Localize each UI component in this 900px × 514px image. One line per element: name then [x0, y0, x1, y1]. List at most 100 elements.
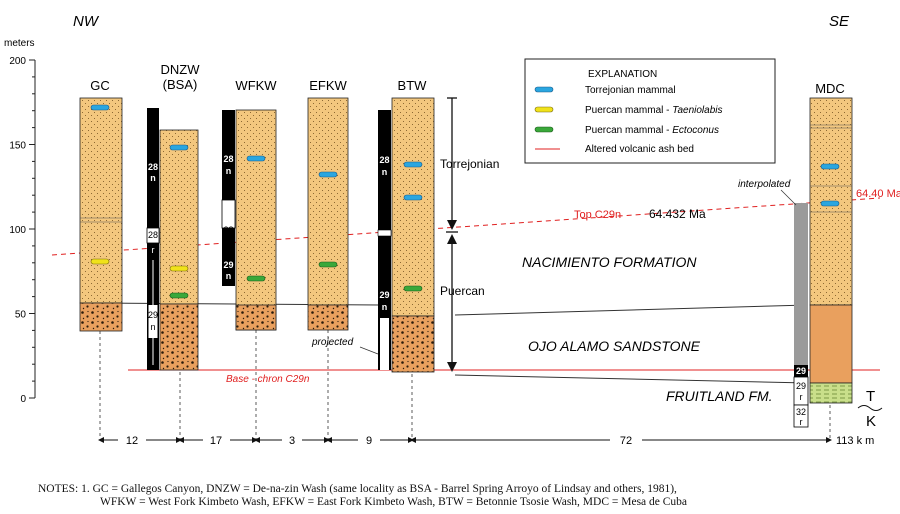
column-efkw: [307, 97, 349, 331]
torrejonian-mammal-icon: [820, 200, 840, 207]
dnzw-polarity-n: n: [150, 173, 156, 183]
stage-arrows: Torrejonian Puercan: [440, 97, 499, 372]
polarity-column-mdc: 29 29 r 32 r: [793, 203, 809, 428]
interpolated-bar: [794, 203, 808, 365]
distance-12: 12: [126, 435, 138, 447]
ectoconus-mammal-icon: [318, 261, 338, 268]
notes-line-2: WFKW = West Fork Kimbeto Wash, EFKW = Ea…: [100, 496, 688, 508]
axis-tick-label: 200: [9, 56, 26, 67]
age-6440-label: 64.40 Ma: [856, 188, 900, 200]
wfkw-polarity-n: n: [226, 166, 232, 176]
mdc-polarity-29: 29: [796, 366, 806, 376]
torrejonian-mammal-icon: [318, 171, 338, 178]
axis-tick-label: 100: [9, 225, 26, 236]
nw-label: NW: [73, 13, 100, 30]
fruitland-contact: [454, 374, 809, 384]
wfkw-polarity-28r: 28: [223, 225, 233, 235]
axis-tick-label: 150: [9, 141, 26, 152]
nacimiento-ojo-contact-east: [454, 304, 809, 316]
legend-item-torrejonian: Torrejonian mammal: [585, 85, 676, 96]
axis-tick-label: 0: [20, 394, 26, 405]
col-label-gc: GC: [90, 78, 110, 93]
distance-9: 9: [366, 435, 372, 447]
ectoconus-mammal-icon: [169, 292, 189, 299]
wfkw-polarity-29: 29: [223, 260, 233, 270]
btw-polarity-n: n: [382, 167, 388, 177]
column-mdc: 29 29 r 32 r: [793, 97, 853, 428]
distance-3: 3: [289, 435, 295, 447]
fruitland-label: FRUITLAND FM.: [666, 388, 773, 404]
puercan-label: Puercan: [440, 284, 485, 298]
ectoconus-mammal-icon: [403, 285, 423, 292]
dnzw-polarity-r: r: [152, 245, 155, 255]
distance-total: 113 k m: [836, 435, 874, 447]
mdc-polarity-r: r: [800, 392, 803, 402]
notes: NOTES: 1. GC = Gallegos Canyon, DNZW = D…: [38, 483, 898, 509]
tk-t-label: T: [866, 388, 875, 405]
nacimiento-formation-label: NACIMIENTO FORMATION: [522, 254, 697, 270]
column-wfkw: 28 n 28 r 29 n: [221, 109, 277, 331]
age-64432-label: 64.432 Ma: [649, 207, 706, 221]
dnzw-polarity-28: 28: [148, 162, 158, 172]
ojo-alamo-label: OJO ALAMO SANDSTONE: [528, 338, 701, 354]
axis-tick-label: 50: [15, 310, 27, 321]
btw-polarity-29: 29: [379, 290, 389, 300]
col-label-dnzw: DNZW: [161, 62, 201, 77]
mdc-polarity-32: 32: [796, 407, 806, 417]
tk-boundary-symbol: T K: [857, 388, 883, 430]
axis-label: meters: [4, 38, 35, 49]
distance-17: 17: [210, 435, 222, 447]
btw-polarity-29n: n: [382, 302, 388, 312]
torrejonian-mammal-icon: [90, 104, 110, 111]
legend-title: EXPLANATION: [588, 69, 657, 80]
legend-item-ectoconus: Puercan mammal - Ectoconus: [585, 125, 719, 136]
legend-taeniolabis-icon: [534, 106, 554, 113]
se-label: SE: [829, 13, 850, 30]
torrejonian-mammal-icon: [820, 163, 840, 170]
polarity-column-wfkw: 28 n 28 r 29 n: [221, 110, 236, 286]
mdc-polarity-32r: r: [800, 417, 803, 427]
col-label-efkw: EFKW: [309, 78, 347, 93]
notes-line-1: NOTES: 1. GC = Gallegos Canyon, DNZW = D…: [38, 483, 677, 495]
column-dnzw: 28 n 28 r 29 n: [146, 108, 199, 371]
dnzw-polarity-29: 29: [148, 310, 158, 320]
wfkw-polarity-r: r: [227, 238, 230, 248]
dnzw-polarity-28r: 28: [148, 230, 158, 240]
col-label-wfkw: WFKW: [235, 78, 277, 93]
ectoconus-mammal-icon: [246, 275, 266, 282]
col-label-mdc: MDC: [815, 81, 845, 96]
top-c29n-label: Top C29n: [574, 209, 621, 221]
distance-72: 72: [620, 435, 632, 447]
taeniolabis-mammal-icon: [169, 265, 189, 272]
interpolated-label: interpolated: [738, 179, 791, 190]
polarity-column-dnzw: 28 n 28 r 29 n: [146, 108, 160, 370]
explanation-legend: EXPLANATION Torrejonian mammal Puercan m…: [524, 58, 776, 164]
base-chron-label: Base - chron C29n: [226, 374, 310, 385]
tk-k-label: K: [866, 413, 876, 430]
legend-item-ash: Altered volcanic ash bed: [585, 144, 694, 155]
column-gc: [79, 97, 123, 332]
projected-label: projected: [311, 337, 354, 348]
taeniolabis-mammal-icon: [90, 258, 110, 265]
col-label-dnzw-bsa: (BSA): [163, 77, 198, 92]
wfkw-polarity-29n: n: [226, 271, 232, 281]
wfkw-polarity-28: 28: [223, 154, 233, 164]
torrejonian-mammal-icon: [246, 155, 266, 162]
meters-axis: meters 0 50 100 150 200: [4, 38, 36, 405]
fossil-markers: [90, 104, 840, 299]
torrejonian-mammal-icon: [403, 161, 423, 168]
legend-torrejonian-icon: [534, 86, 554, 93]
distance-scale: 12 17 3 9 72 113 k m: [98, 330, 874, 447]
column-btw: 28 n 29 n: [377, 97, 435, 373]
torrejonian-mammal-icon: [169, 144, 189, 151]
btw-polarity-28: 28: [379, 155, 389, 165]
legend-ectoconus-icon: [534, 126, 554, 133]
dnzw-polarity-29n: n: [150, 322, 155, 332]
mdc-polarity-29r: 29: [796, 381, 806, 391]
col-label-btw: BTW: [398, 78, 428, 93]
legend-item-taeniolabis: Puercan mammal - Taeniolabis: [585, 105, 722, 116]
torrejonian-label: Torrejonian: [440, 157, 499, 171]
polarity-column-btw: 28 n 29 n: [377, 110, 392, 370]
torrejonian-mammal-icon: [403, 194, 423, 201]
